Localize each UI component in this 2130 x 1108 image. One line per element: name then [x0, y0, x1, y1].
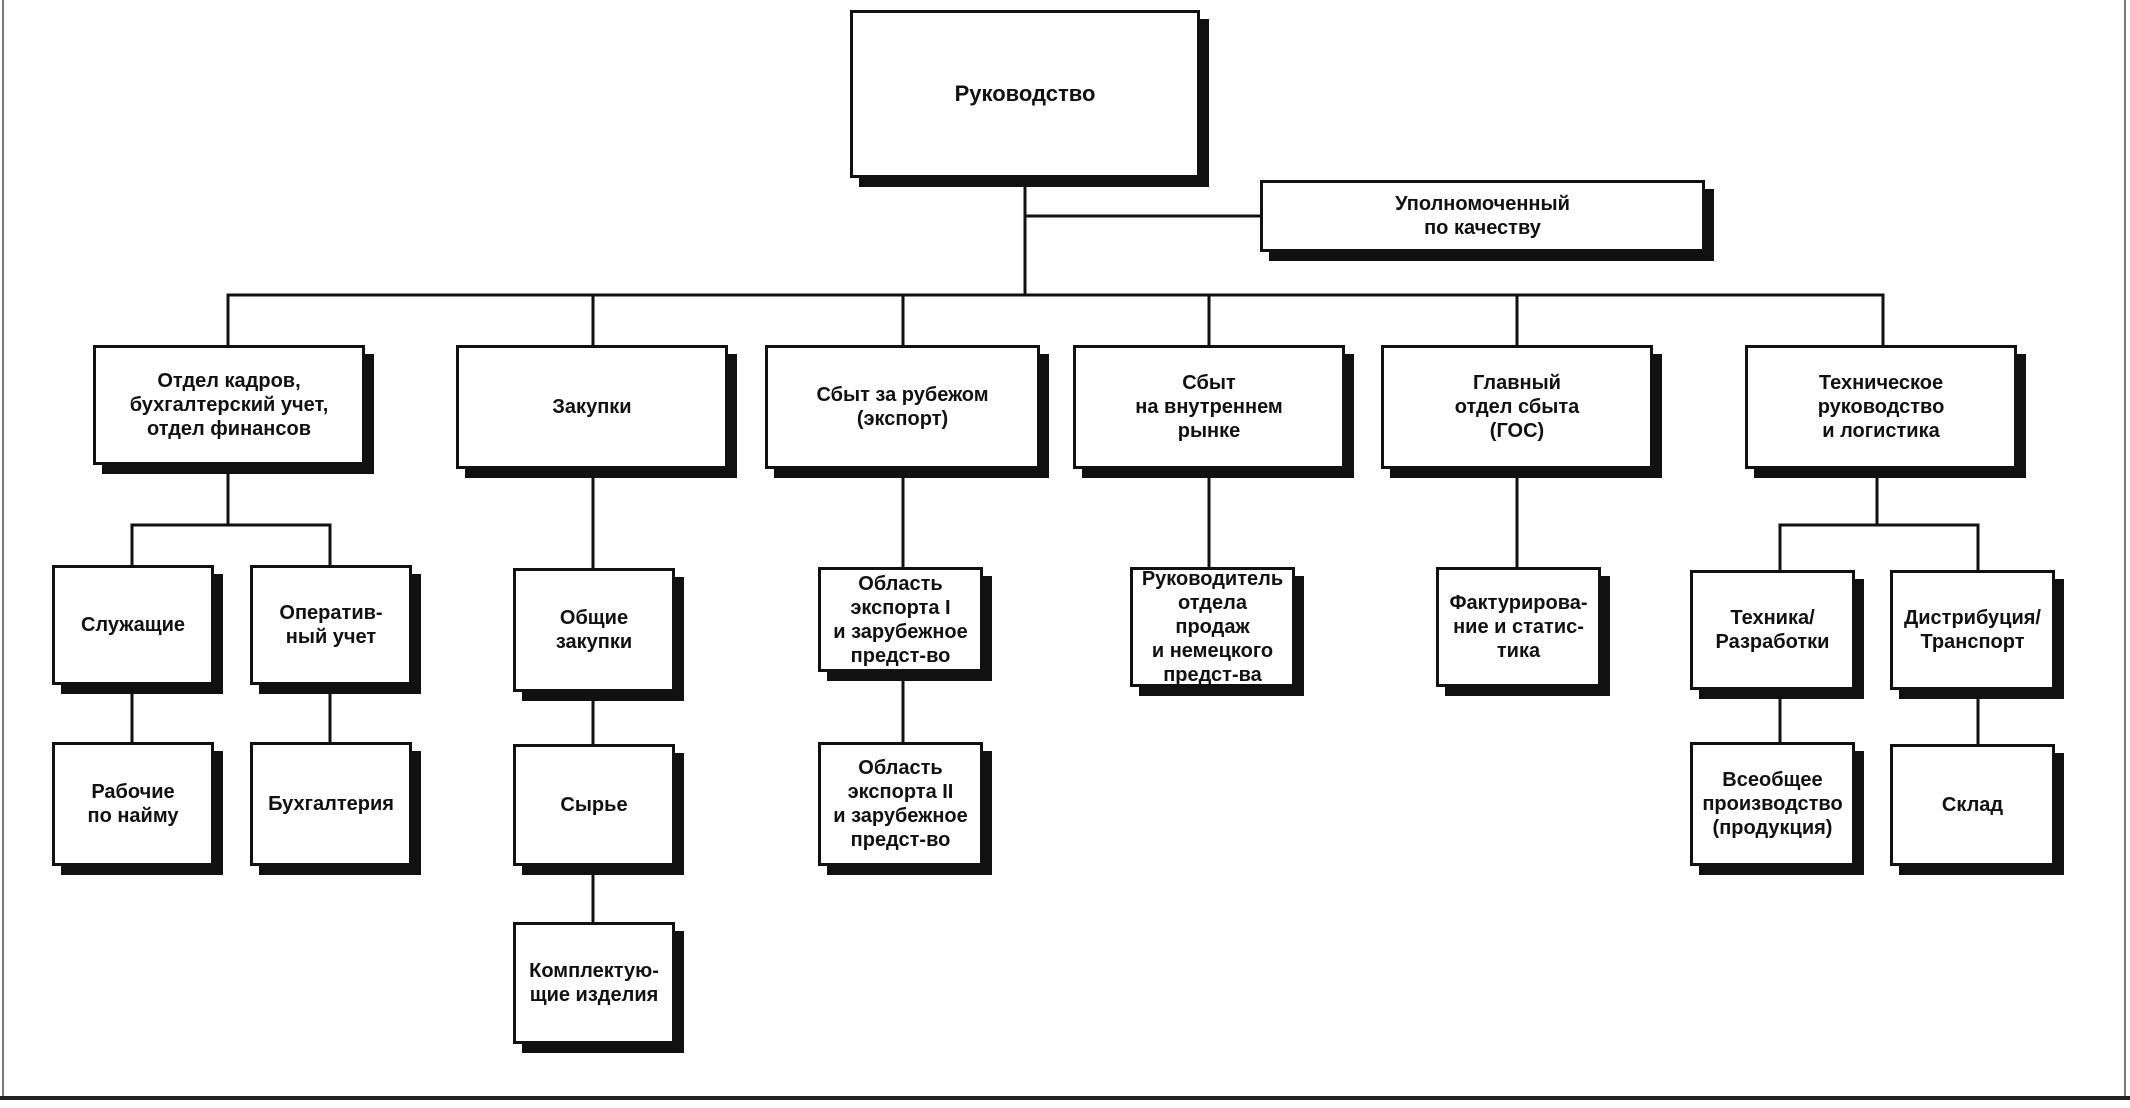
node-dept-export-label: Сбыт за рубежом (экспорт): [816, 384, 989, 430]
node-distribution-label: Дистрибуция/ Транспорт: [1903, 607, 2041, 653]
node-components: Комплектую- щие изделия: [513, 922, 675, 1044]
node-warehouse-label: Склад: [1941, 794, 2004, 816]
node-dept-export: Сбыт за рубежом (экспорт): [765, 345, 1040, 469]
node-export-area-2: Область экспорта II и зарубежное предст-…: [818, 742, 983, 866]
node-employees: Служащие: [52, 565, 214, 685]
node-dept-main-sales-label: Главный отдел сбыта (ГОС): [1454, 372, 1580, 442]
node-dept-tech-label: Техническое руководство и логистика: [1817, 372, 1945, 442]
node-dept-tech: Техническое руководство и логистика: [1745, 345, 2017, 469]
node-quality-officer-label: Уполномоченный по качеству: [1395, 193, 1570, 239]
frame-bottom-border: [0, 1096, 2130, 1100]
node-distribution: Дистрибуция/ Транспорт: [1890, 570, 2055, 690]
node-engineering-label: Техника/ Разработки: [1715, 607, 1830, 653]
node-employees-label: Служащие: [80, 614, 186, 636]
node-warehouse: Склад: [1890, 744, 2055, 866]
node-components-label: Комплектую- щие изделия: [529, 960, 659, 1006]
node-quality-officer: Уполномоченный по качеству: [1260, 180, 1705, 252]
node-general-production: Всеобщее производство (продукция): [1690, 742, 1855, 866]
node-dept-hr-label: Отдел кадров, бухгалтерский учет, отдел …: [129, 370, 329, 440]
node-general-production-label: Всеобщее производство (продукция): [1702, 769, 1843, 839]
node-export-area-1: Область экспорта I и зарубежное предст-в…: [818, 567, 983, 672]
node-accounting: Бухгалтерия: [250, 742, 412, 866]
node-dept-main-sales: Главный отдел сбыта (ГОС): [1381, 345, 1653, 469]
node-general-purchasing: Общие закупки: [513, 568, 675, 692]
node-invoicing-statistics: Фактуриро­ва- ние и статис- тика: [1436, 567, 1601, 687]
node-general-purchasing-label: Общие закупки: [555, 607, 633, 653]
node-export-area-1-label: Область экспорта I и зарубежное предст-в…: [833, 572, 968, 667]
frame-right-border: [2124, 0, 2126, 1100]
node-domestic-sales-head-label: Руководитель отдела продаж и немецкого п…: [1141, 568, 1284, 686]
node-dept-domestic-label: Сбыт на внутреннем рынке: [1135, 372, 1283, 442]
node-dept-hr: Отдел кадров, бухгалтерский учет, отдел …: [93, 345, 365, 465]
node-engineering: Техника/ Разработки: [1690, 570, 1855, 690]
node-raw-materials-label: Сырье: [560, 794, 628, 816]
node-domestic-sales-head: Руководитель отдела продаж и немецкого п…: [1130, 567, 1295, 687]
node-management-label: Руководство: [954, 81, 1096, 106]
node-accounting-label: Бухгалтерия: [268, 793, 394, 815]
node-invoicing-statistics-label: Фактуриро­ва- ние и статис- тика: [1449, 592, 1588, 662]
node-export-area-2-label: Область экспорта II и зарубежное предст-…: [833, 757, 968, 851]
node-dept-domestic: Сбыт на внутреннем рынке: [1073, 345, 1345, 469]
node-management: Руководство: [850, 10, 1200, 178]
node-hired-workers-label: Рабочие по найму: [87, 781, 179, 827]
node-dept-purchasing-label: Закупки: [552, 396, 632, 418]
node-hired-workers: Рабочие по найму: [52, 742, 214, 866]
frame-left-border: [2, 0, 4, 1100]
node-raw-materials: Сырье: [513, 744, 675, 866]
node-dept-purchasing: Закупки: [456, 345, 728, 469]
node-operational-accounting-label: Оператив- ный учет: [279, 602, 383, 648]
node-operational-accounting: Оператив- ный учет: [250, 565, 412, 685]
